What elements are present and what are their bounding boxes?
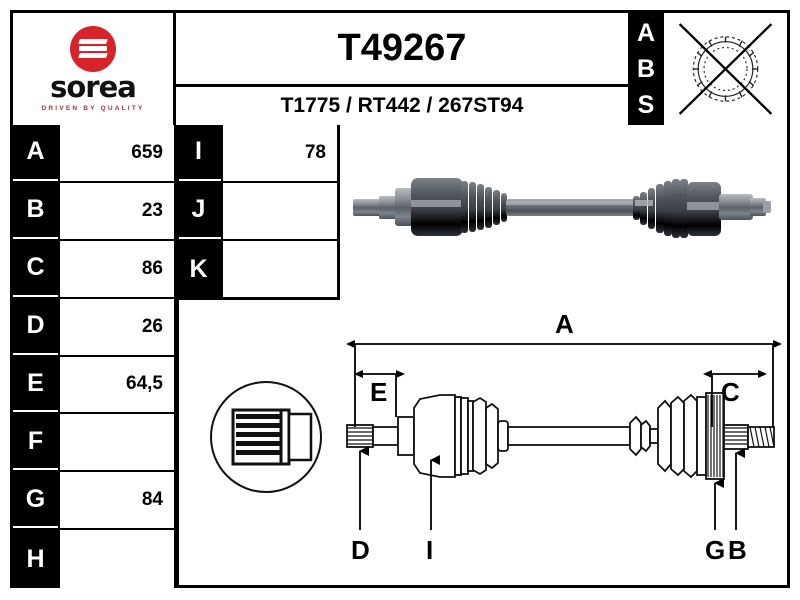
dim-value bbox=[58, 530, 176, 588]
dimension-label-A: A bbox=[555, 309, 574, 339]
shaft-photo-body bbox=[353, 178, 771, 238]
callout-label-D: D bbox=[351, 535, 370, 565]
dimension-table-left: A 659 B 23 C 86 D 26 E 64,5 F G 84 H bbox=[13, 125, 176, 588]
header-band: sorea DRIVEN BY QUALITY T49267 T1775 / R… bbox=[13, 13, 787, 125]
table-row: I 78 bbox=[176, 125, 340, 183]
title-cell: T49267 T1775 / RT442 / 267ST94 bbox=[176, 13, 628, 125]
dim-value: 23 bbox=[58, 182, 176, 239]
abs-letter-b: B bbox=[636, 54, 656, 83]
abs-label-bar: A B S bbox=[628, 13, 661, 125]
sorea-s-logo-icon bbox=[70, 26, 116, 72]
dim-label: F bbox=[13, 414, 58, 471]
table-row: B 23 bbox=[13, 182, 176, 241]
callout-label-B: B bbox=[728, 535, 747, 565]
sheet-border bbox=[10, 10, 790, 588]
callout-label-G: G bbox=[705, 535, 725, 565]
drive-shaft-photo bbox=[345, 152, 780, 270]
reference-codes: T1775 / RT442 / 267ST94 bbox=[280, 94, 524, 117]
dim-label: A bbox=[13, 125, 58, 181]
ijk-table-underline bbox=[176, 297, 340, 300]
abs-ring-crossed-out-icon bbox=[678, 23, 773, 115]
dimension-table-right: I 78 J K bbox=[176, 125, 340, 299]
dimension-line-C bbox=[703, 370, 767, 427]
table-row: H bbox=[13, 530, 176, 588]
abs-letter-s: S bbox=[637, 90, 655, 119]
brand-tagline: DRIVEN BY QUALITY bbox=[41, 105, 145, 112]
spline-teeth-icon bbox=[231, 408, 313, 466]
reference-row: T1775 / RT442 / 267ST94 bbox=[176, 87, 628, 125]
callout-label-I: I bbox=[426, 535, 433, 565]
dim-value: 78 bbox=[221, 125, 340, 181]
dim-value bbox=[221, 182, 340, 239]
dim-label: D bbox=[13, 298, 58, 355]
dim-label: I bbox=[176, 125, 221, 181]
dimension-line-E bbox=[354, 370, 405, 417]
table-column-divider bbox=[176, 125, 179, 588]
brand-logo-cell: sorea DRIVEN BY QUALITY bbox=[13, 13, 176, 125]
table-row: F bbox=[13, 414, 176, 473]
table-row: J bbox=[176, 182, 340, 241]
dim-label: H bbox=[13, 530, 58, 588]
dim-value: 84 bbox=[58, 472, 176, 529]
dimension-label-E: E bbox=[370, 377, 387, 407]
dim-value: 86 bbox=[58, 240, 176, 297]
dimension-label-C: C bbox=[721, 377, 740, 407]
dim-value: 26 bbox=[58, 298, 176, 355]
table-row: D 26 bbox=[13, 298, 176, 357]
part-number: T49267 bbox=[337, 27, 467, 69]
abs-letter-a: A bbox=[636, 18, 656, 47]
table-row: A 659 bbox=[13, 125, 176, 183]
dim-value bbox=[58, 414, 176, 471]
dim-value: 64,5 bbox=[58, 356, 176, 413]
dim-label: J bbox=[176, 182, 221, 239]
technical-drawing: A E C D I G B bbox=[340, 305, 788, 585]
table-row: C 86 bbox=[13, 240, 176, 299]
dimension-line-A bbox=[346, 340, 782, 427]
table-row: K bbox=[176, 240, 340, 299]
dim-label: G bbox=[13, 472, 58, 529]
dim-label: C bbox=[13, 240, 58, 297]
table-row: G 84 bbox=[13, 472, 176, 531]
table-row: E 64,5 bbox=[13, 356, 176, 415]
spline-detail-circle bbox=[207, 378, 325, 496]
dim-value bbox=[221, 240, 340, 299]
part-number-row: T49267 bbox=[176, 13, 628, 87]
shaft-outline bbox=[346, 392, 775, 480]
dim-value: 659 bbox=[58, 125, 176, 181]
dim-label: K bbox=[176, 240, 221, 299]
dim-label: E bbox=[13, 356, 58, 413]
dim-label: B bbox=[13, 182, 58, 239]
abs-ring-status-cell bbox=[661, 13, 787, 125]
brand-name: sorea bbox=[50, 70, 137, 104]
